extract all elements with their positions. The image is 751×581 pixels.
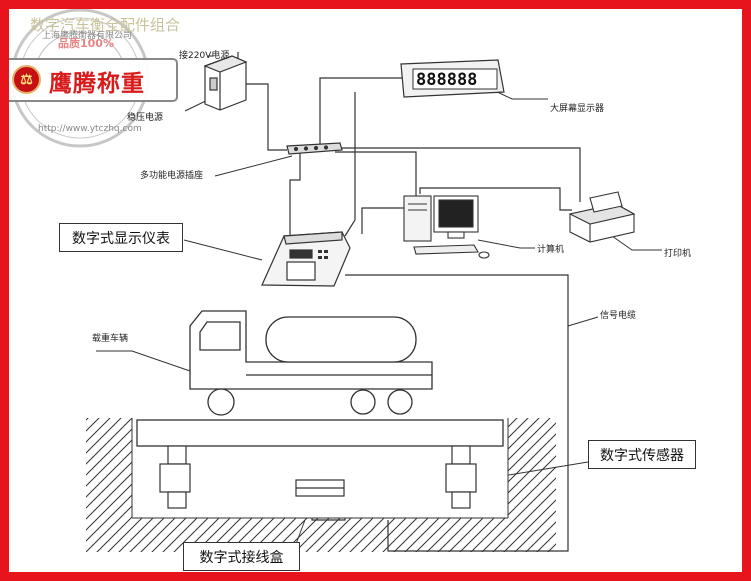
brand-mark-icon: ⚖ [12,65,41,94]
page-title: 数字汽车衡全配件组合 [30,16,181,34]
junction-box [295,479,345,497]
socket-to-computer-wire [335,151,417,196]
big-display-readout: 888888 [416,70,477,90]
ups-to-socket-wire [244,83,287,151]
label-vehicle: 载重车辆 [92,332,128,344]
junction-box-label-box: 数字式接线盒 [183,542,300,571]
sensor-label-box: 数字式传感器 [588,440,696,469]
weighbridge-pit [86,418,556,552]
socket-to-indicator-wire [289,152,301,236]
socket-to-printer-wire [342,147,581,202]
brand-name: 鹰腾称重 [49,71,145,97]
brand-logo: ⚖ 鹰腾称重 [3,58,178,102]
label-big-display: 大屏幕显示器 [550,102,604,114]
label-printer: 打印机 [664,247,691,259]
load-cell-right [445,445,477,509]
seal-quality-text: 品质100% [58,36,114,50]
computer-to-printer-wire [419,187,572,211]
load-cell-left [159,445,191,509]
digital-indicator [261,231,351,287]
label-ups: 稳压电源 [127,111,163,123]
power-socket-strip [286,142,343,155]
big-screen-display: 888888 [400,59,505,98]
label-220v-power: 接220V电源 [179,49,229,61]
weighing-platform [136,419,504,447]
display-to-indicator-wire [344,92,356,237]
seal-top-text: 上海鹰腾衡器有限公司 [42,29,132,41]
loaded-truck [189,310,433,416]
label-signal-cable: 信号电缆 [600,309,636,321]
ups-power-unit [203,55,248,111]
company-seal: 上海鹰腾衡器有限公司 品质100% http://www.ytczhq.com [10,8,150,148]
seal-url-text: http://www.ytczhq.com [38,124,142,134]
label-computer: 计算机 [537,243,564,255]
computer [403,195,490,259]
label-socket: 多功能电源插座 [140,169,203,181]
printer [568,191,636,243]
indicator-label-box: 数字式显示仪表 [59,223,183,252]
computer-to-indicator-wire [361,207,404,234]
socket-to-display-wire [319,77,402,145]
